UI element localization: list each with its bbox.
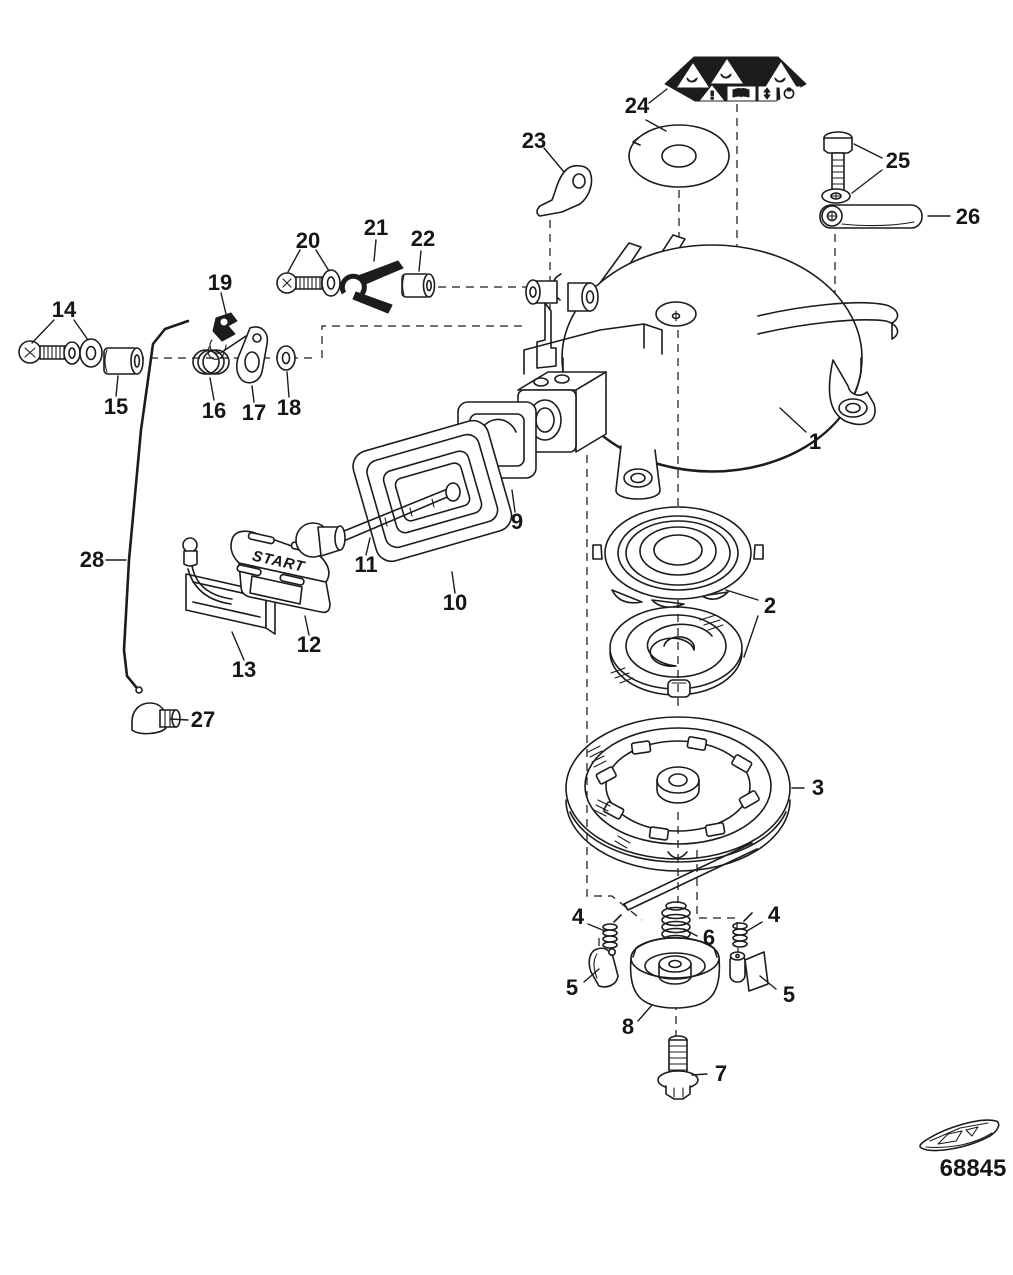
part-24-decal-disc — [628, 124, 730, 188]
callout-18: 18 — [277, 395, 301, 420]
read-manual-icon — [727, 86, 756, 101]
part-15-spacer — [103, 347, 144, 375]
part-7-bolt — [657, 1035, 699, 1100]
part-5-pawl-left — [588, 947, 619, 988]
part-22-bushing — [401, 273, 436, 298]
callout-23: 23 — [522, 128, 546, 153]
part-18-washer — [276, 345, 296, 371]
part-25-bolt — [821, 131, 853, 204]
part-4-pawl-spring-right — [732, 912, 753, 948]
callout-2: 2 — [764, 593, 776, 618]
rope-knot — [182, 537, 233, 605]
drawing-number: 68845 — [940, 1155, 1007, 1182]
callout-numbers: 24 23 25 26 20 21 22 19 14 15 16 17 18 2… — [52, 93, 980, 1086]
part-8-friction-cup — [629, 936, 721, 1009]
part-3-rope-pulley — [565, 716, 791, 911]
part-2-pulley-plate — [592, 506, 764, 608]
part-28-link-rod — [122, 319, 190, 694]
callout-22: 22 — [411, 226, 435, 251]
boat-logo-icon — [919, 1119, 1000, 1152]
part-19-lock-clip — [207, 312, 238, 360]
callout-11: 11 — [354, 552, 377, 577]
callout-10: 10 — [443, 590, 467, 615]
vertical-arrows-icon — [758, 86, 777, 101]
callout-19: 19 — [208, 270, 232, 295]
part-26-lever — [819, 204, 923, 229]
footer-brand: 68845 — [919, 1119, 1007, 1182]
callout-1: 1 — [809, 429, 821, 454]
callout-26: 26 — [956, 204, 980, 229]
callout-14: 14 — [52, 297, 77, 322]
part-21-torsion-spring — [339, 260, 404, 314]
callout-21: 21 — [364, 215, 388, 240]
part-10-bezel — [352, 419, 513, 563]
callout-27: 27 — [191, 707, 215, 732]
hazard-triangle-icon — [711, 59, 743, 84]
part-27-grommet — [131, 702, 181, 735]
callout-20: 20 — [296, 228, 320, 253]
exclamation-triangle-icon — [699, 85, 725, 101]
part-20-screw-washer — [276, 269, 341, 297]
callout-3: 3 — [812, 775, 824, 800]
part-17-cam-plate — [235, 326, 269, 384]
part-12-start-handle: START — [230, 522, 346, 614]
warning-decal — [664, 56, 807, 102]
callout-12: 12 — [297, 632, 321, 657]
callout-16: 16 — [202, 398, 226, 423]
callout-5-left: 5 — [566, 975, 578, 1000]
part-5-pawl-right — [729, 951, 769, 992]
hazard-triangle-icon — [677, 63, 709, 88]
callout-4-right: 4 — [768, 902, 781, 927]
part-4-pawl-spring-left — [602, 914, 622, 949]
callout-7: 7 — [715, 1061, 727, 1086]
callout-8: 8 — [622, 1014, 634, 1039]
callout-9: 9 — [511, 509, 523, 534]
callout-13: 13 — [232, 657, 256, 682]
callout-25: 25 — [886, 148, 910, 173]
callout-5-right: 5 — [783, 982, 795, 1007]
part-23-bracket — [536, 164, 593, 217]
callout-4-left: 4 — [572, 904, 585, 929]
callout-15: 15 — [104, 394, 128, 419]
part-1-starter-housing — [517, 234, 899, 500]
callout-28: 28 — [80, 547, 104, 572]
ring-pull-icon — [779, 86, 801, 101]
callout-17: 17 — [242, 400, 266, 425]
part-2-recoil-spring — [609, 606, 743, 698]
callout-6: 6 — [703, 925, 715, 950]
callout-leader-lines — [31, 88, 951, 1076]
part-11-starter-rope — [343, 482, 461, 541]
part-14-screw-washers — [18, 338, 103, 368]
callout-24: 24 — [625, 93, 650, 118]
